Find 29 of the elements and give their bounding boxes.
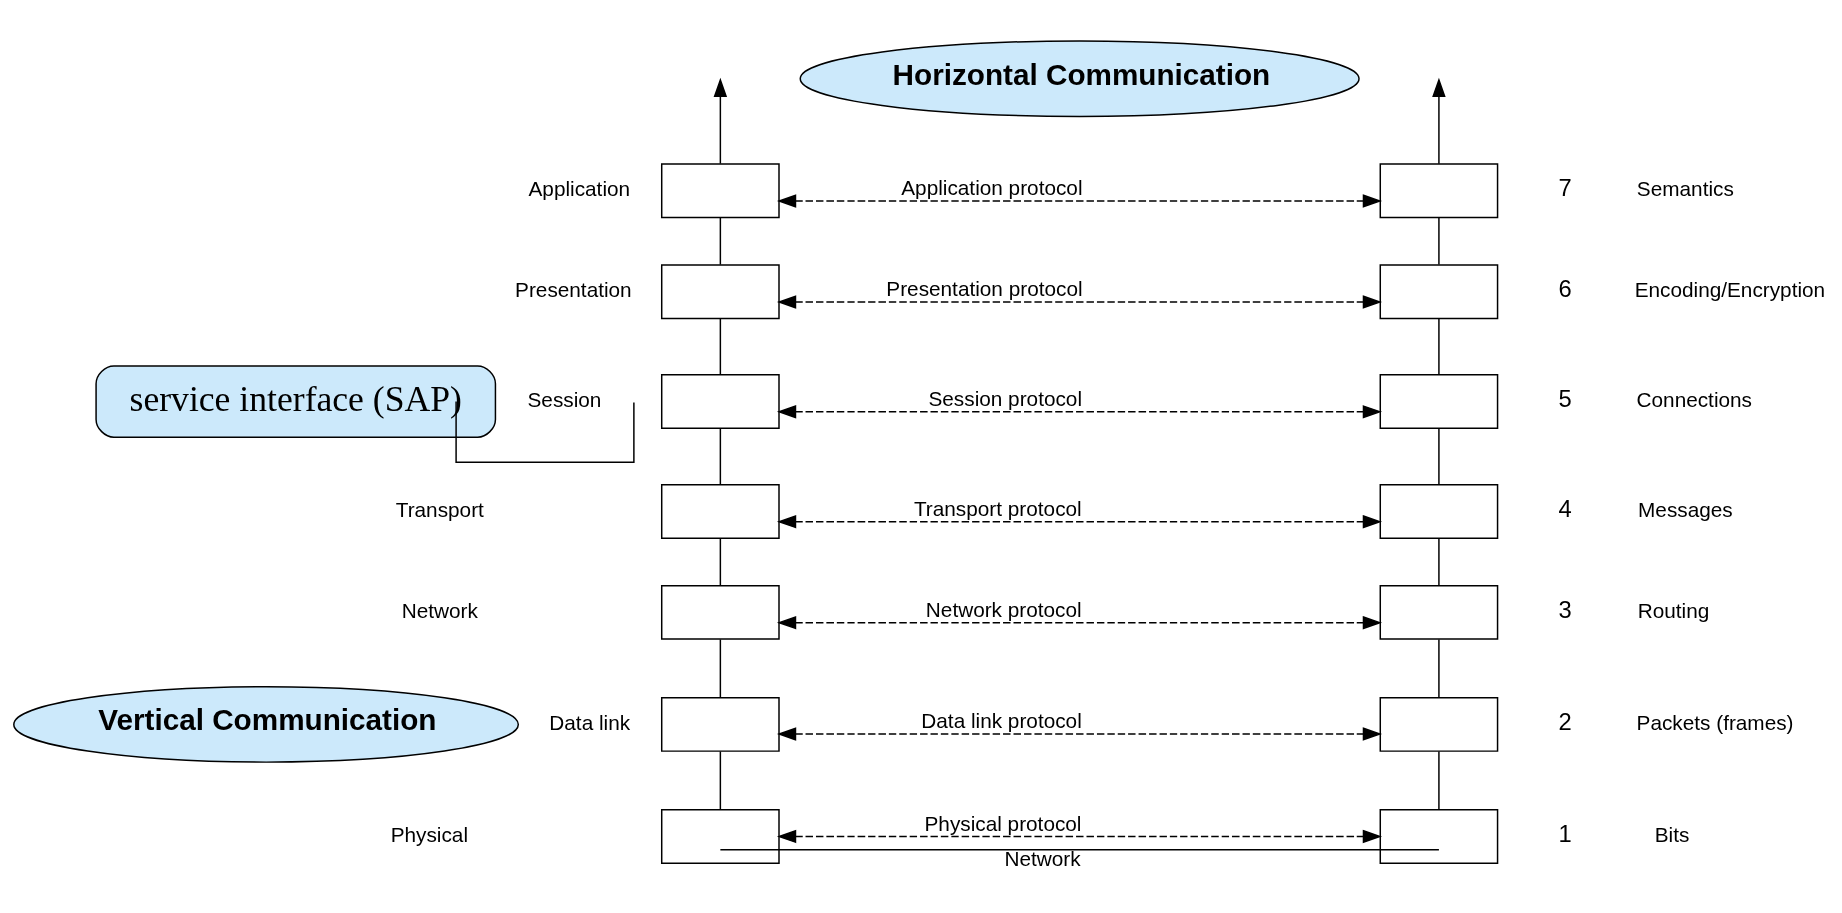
edge-label: Session protocol bbox=[928, 387, 1083, 411]
label: Presentation bbox=[515, 278, 632, 302]
label: 3 bbox=[1558, 596, 1572, 624]
label: Physical bbox=[390, 822, 469, 846]
edge-label: Network protocol bbox=[925, 598, 1082, 621]
label: Semantics bbox=[1636, 177, 1734, 201]
edge-label: Network bbox=[1004, 847, 1081, 871]
label: Application bbox=[528, 177, 631, 201]
label: Connections bbox=[1636, 388, 1752, 412]
label: 7 bbox=[1558, 174, 1572, 202]
label: Routing bbox=[1637, 598, 1710, 622]
label: Bits bbox=[1654, 822, 1690, 846]
label: Transport bbox=[395, 497, 484, 521]
label: Encoding/Encryption bbox=[1634, 278, 1826, 302]
label: 6 bbox=[1558, 275, 1572, 303]
edge-label: Data link protocol bbox=[921, 709, 1082, 733]
label: Messages bbox=[1638, 497, 1733, 521]
edge-label: Presentation protocol bbox=[886, 277, 1083, 301]
label: Session bbox=[527, 388, 602, 412]
label: 5 bbox=[1558, 385, 1572, 413]
label: 4 bbox=[1558, 495, 1572, 523]
label: Packets (frames) bbox=[1636, 710, 1794, 734]
edge-label: Transport protocol bbox=[913, 497, 1082, 521]
label: 2 bbox=[1558, 708, 1572, 736]
label: Network bbox=[401, 598, 478, 622]
label: Data link bbox=[549, 710, 631, 734]
label: 1 bbox=[1558, 820, 1572, 848]
edge-label: Application protocol bbox=[901, 176, 1083, 200]
edge-label: Physical protocol bbox=[924, 811, 1082, 835]
